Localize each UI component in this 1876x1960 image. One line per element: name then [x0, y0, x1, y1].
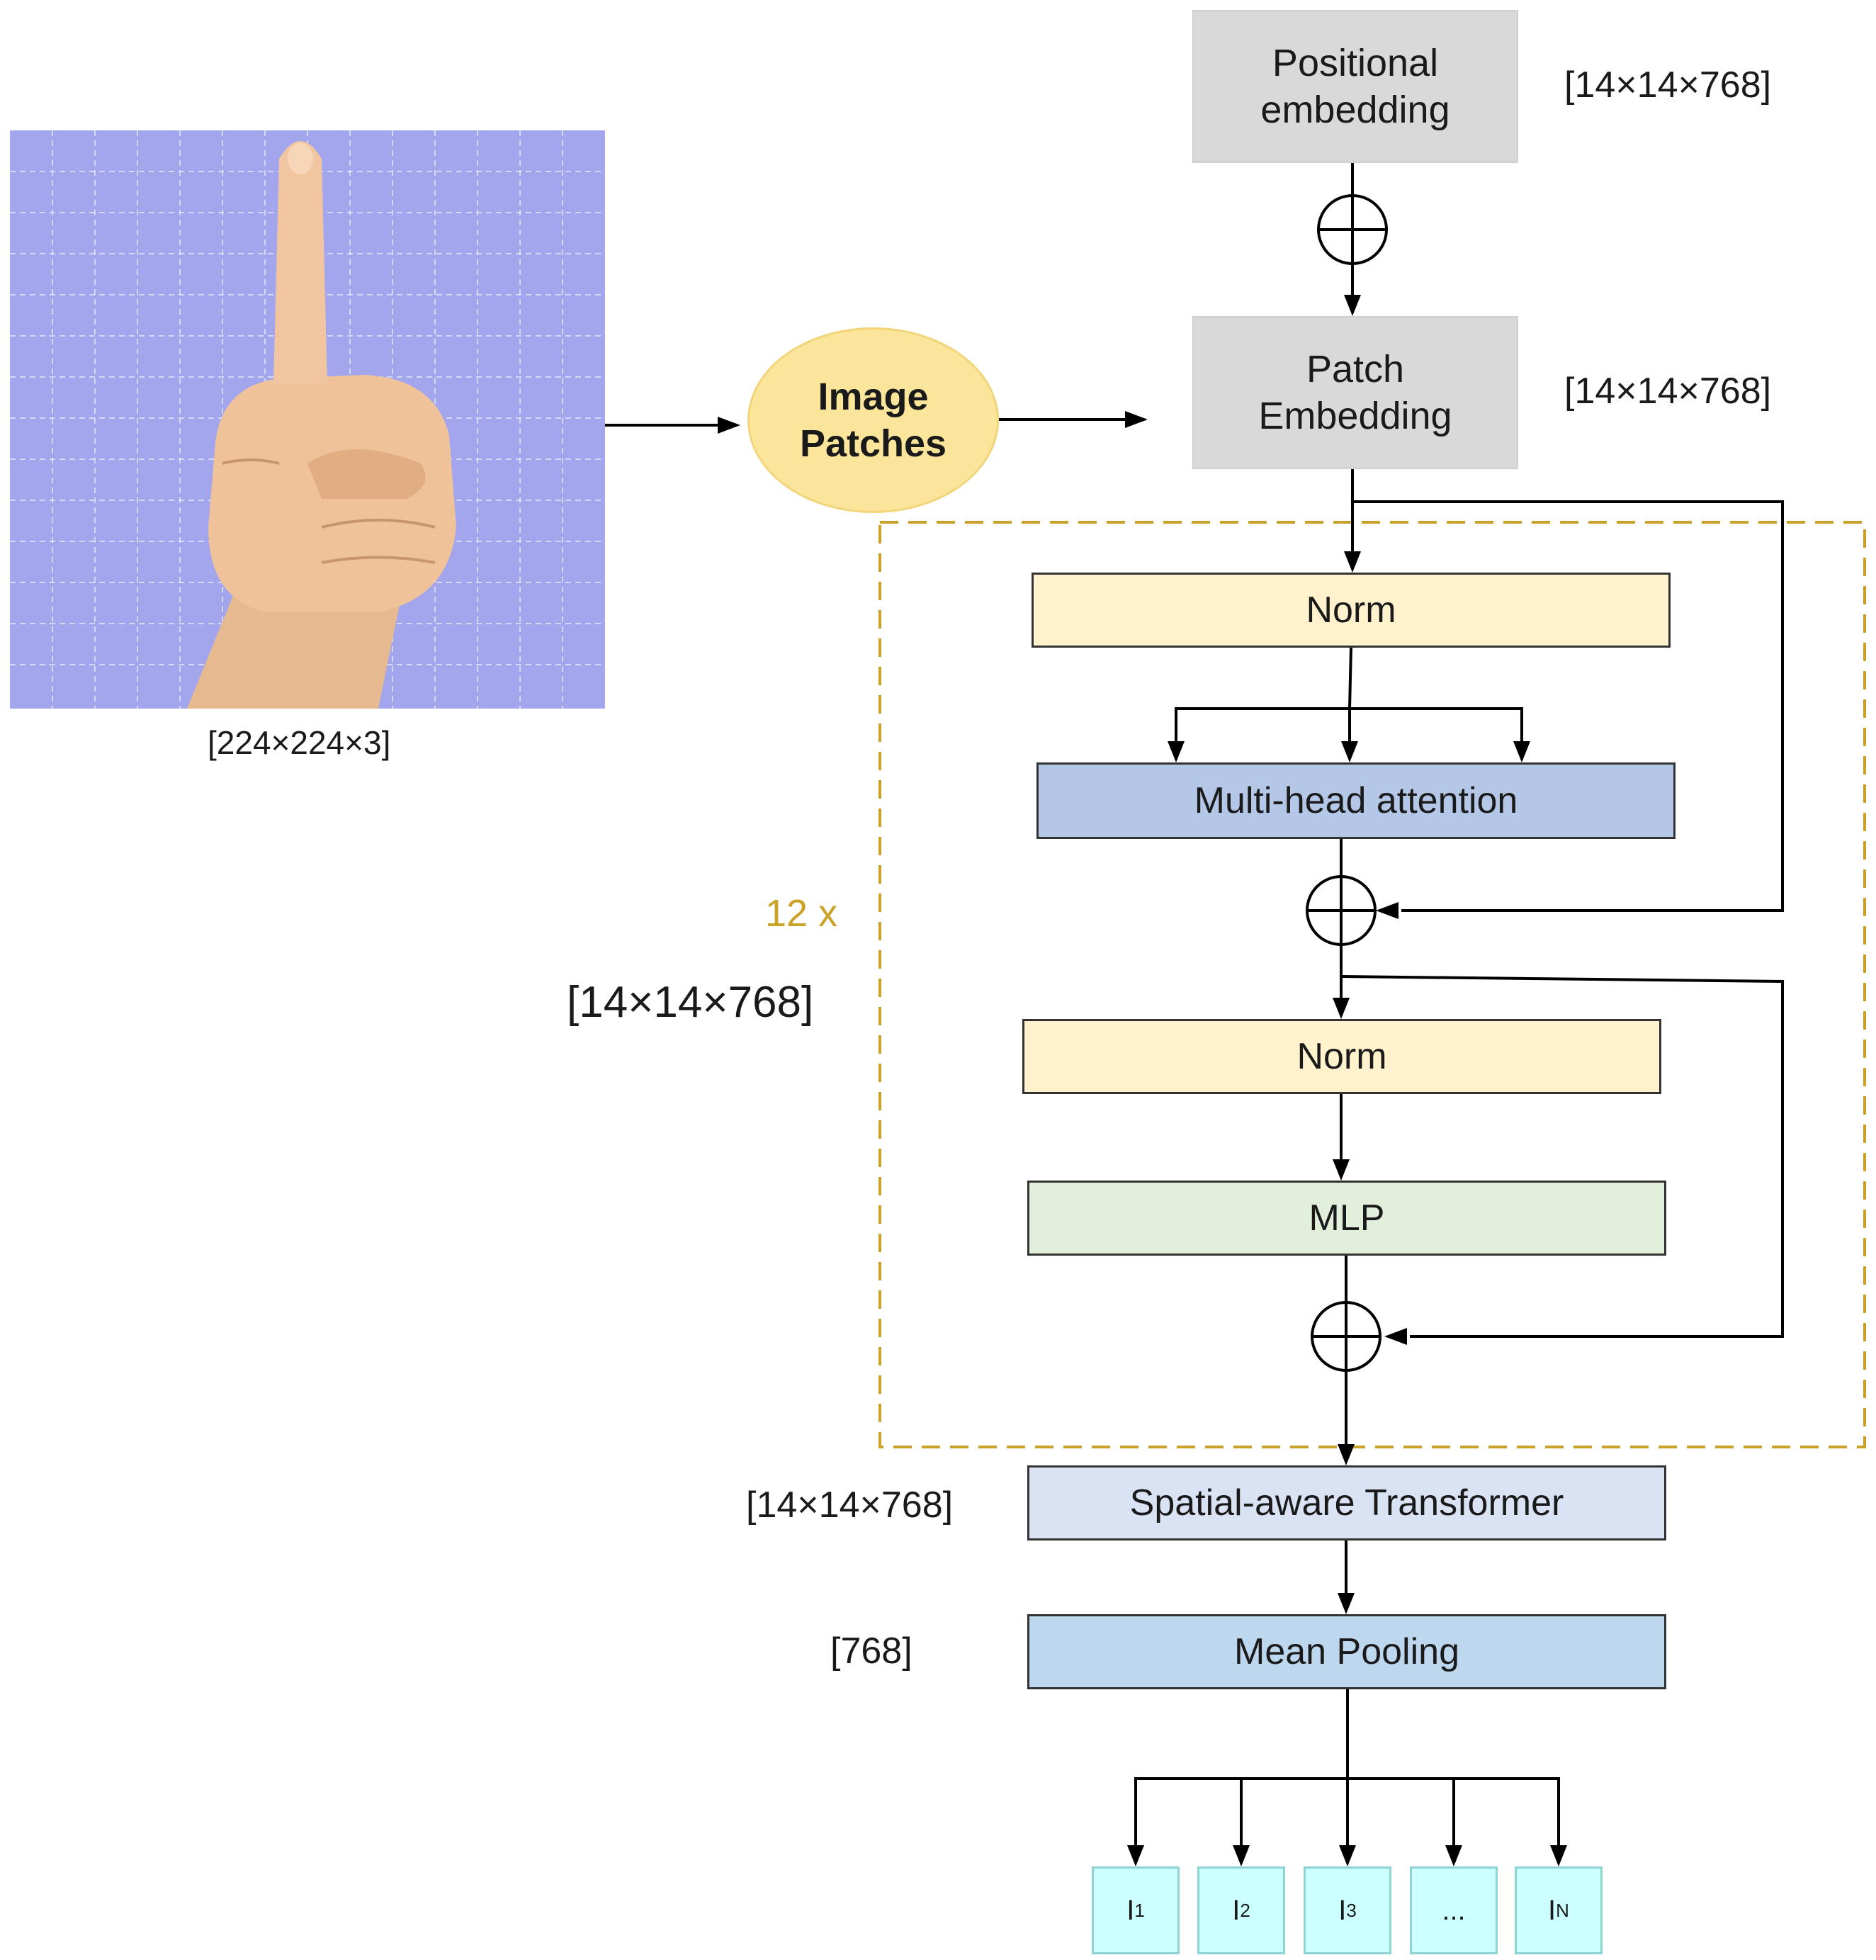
- image-patches-line1: Image: [818, 376, 929, 418]
- image-patches-node: Image Patches: [747, 327, 999, 513]
- multi-head-attention-box: Multi-head attention: [1036, 762, 1676, 839]
- mlp-label: MLP: [1309, 1198, 1385, 1239]
- positional-embedding-box: Positional embedding: [1192, 10, 1518, 163]
- patch-line1: Patch: [1306, 348, 1405, 390]
- output-3-main: I: [1338, 1894, 1347, 1926]
- output-n-sub: N: [1556, 1899, 1569, 1921]
- mean-pooling-size-label: [768]: [830, 1630, 912, 1672]
- norm-box-2: Norm: [1022, 1019, 1661, 1094]
- norm-1-label: Norm: [1306, 590, 1396, 631]
- positional-size-label: [14×14×768]: [1564, 64, 1772, 106]
- output-2-sub: 2: [1240, 1899, 1250, 1921]
- positional-line1: Positional: [1272, 42, 1439, 84]
- encoder-repeat-block: [878, 521, 1866, 1448]
- output-3-sub: 3: [1346, 1899, 1357, 1921]
- spatial-transformer-box: Spatial-aware Transformer: [1027, 1465, 1666, 1541]
- attention-label: Multi-head attention: [1194, 780, 1518, 821]
- patch-size-label: [14×14×768]: [1564, 371, 1772, 412]
- input-size-label: [224×224×3]: [208, 724, 391, 761]
- encoder-size-label: [14×14×768]: [567, 978, 814, 1027]
- input-hand-image: [10, 130, 605, 709]
- output-ellipsis-main: ...: [1442, 1894, 1466, 1926]
- mean-pooling-label: Mean Pooling: [1234, 1631, 1459, 1672]
- output-2-main: I: [1232, 1894, 1241, 1926]
- patch-line2: Embedding: [1258, 395, 1452, 437]
- output-1-main: I: [1126, 1894, 1135, 1926]
- mean-pooling-box: Mean Pooling: [1027, 1614, 1666, 1689]
- repeat-count-label: 12 x: [765, 892, 838, 935]
- spatial-transformer-label: Spatial-aware Transformer: [1129, 1482, 1564, 1523]
- spatial-size-label: [14×14×768]: [746, 1485, 954, 1526]
- norm-box-1: Norm: [1032, 573, 1671, 648]
- positional-line2: embedding: [1260, 89, 1450, 131]
- patch-embedding-box: Patch Embedding: [1192, 316, 1518, 469]
- output-token-ellipsis: ...: [1410, 1866, 1498, 1954]
- output-n-main: I: [1548, 1894, 1556, 1926]
- mlp-box: MLP: [1027, 1181, 1666, 1256]
- image-patches-line2: Patches: [799, 422, 947, 465]
- norm-2-label: Norm: [1296, 1036, 1387, 1077]
- output-1-sub: 1: [1134, 1899, 1145, 1921]
